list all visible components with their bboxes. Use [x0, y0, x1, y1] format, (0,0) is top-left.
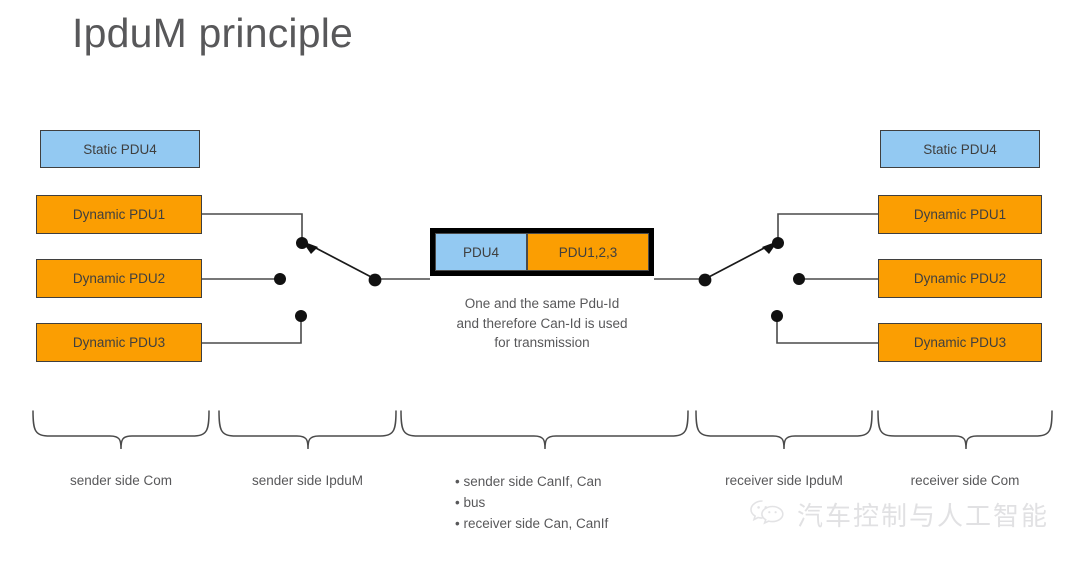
contact-dot-receiver-pdu3 [771, 310, 783, 322]
sender-static-pdu4-box[interactable]: Static PDU4 [40, 130, 200, 168]
sender-dynamic-pdu3-label: Dynamic PDU3 [72, 335, 166, 350]
combined-pdu-frame[interactable]: PDU4 PDU1,2,3 [430, 228, 654, 276]
sender-dynamic-pdu2-box[interactable]: Dynamic PDU2 [36, 259, 202, 298]
pivot-dot-receiver [698, 273, 712, 287]
brace-bus [400, 410, 689, 450]
central-caption-line-2: and therefore Can-Id is used [456, 315, 628, 331]
contact-dot-receiver-pdu2 [793, 273, 805, 285]
brace-label-receiver-com: receiver side Com [910, 473, 1020, 488]
contact-dot-sender-pdu2 [274, 273, 286, 285]
combined-frame-segment-pdu123: PDU1,2,3 [527, 233, 649, 271]
combined-frame-segment-pdu4: PDU4 [435, 233, 527, 271]
receiver-dynamic-pdu3-label: Dynamic PDU3 [913, 335, 1007, 350]
brace-label-receiver-ipdum: receiver side IpduM [725, 473, 843, 488]
watermark-text: 汽车控制与人工智能 [797, 502, 1050, 532]
brace-label-sender-com: sender side Com [69, 473, 173, 488]
central-caption: One and the same Pdu-Id and therefore Ca… [400, 294, 684, 353]
brace-receiver-com [877, 410, 1053, 450]
receiver-static-pdu4-label: Static PDU4 [923, 141, 997, 157]
pivot-dot-sender [368, 273, 382, 287]
watermark: 汽车控制与人工智能 [748, 496, 1049, 533]
sender-dynamic-pdu1-label: Dynamic PDU1 [72, 207, 166, 222]
combined-frame-pdu4-label: PDU4 [462, 244, 499, 260]
receiver-dynamic-pdu2-box[interactable]: Dynamic PDU2 [878, 259, 1042, 298]
wire-sender-pdu3 [202, 318, 302, 344]
switch-arm-sender [311, 245, 376, 280]
brace-sender-ipdum [218, 410, 397, 450]
central-caption-line-3: for transmission [494, 335, 590, 350]
page-title: IpduM principle [72, 10, 354, 56]
switch-arm-receiver [704, 245, 769, 280]
sender-dynamic-pdu1-box[interactable]: Dynamic PDU1 [36, 195, 202, 234]
contact-dot-receiver-pdu1 [772, 237, 784, 249]
sender-dynamic-pdu2-label: Dynamic PDU2 [72, 271, 166, 286]
sender-dynamic-pdu3-box[interactable]: Dynamic PDU3 [36, 323, 202, 362]
brace-sender-com [32, 410, 210, 450]
combined-frame-pdu123-label: PDU1,2,3 [558, 244, 618, 260]
brace-receiver-ipdum [695, 410, 873, 450]
contact-dot-sender-pdu3 [295, 310, 307, 322]
brace-label-sender-ipdum: sender side IpduM [251, 473, 364, 488]
receiver-dynamic-pdu2-label: Dynamic PDU2 [913, 271, 1007, 286]
receiver-dynamic-pdu3-box[interactable]: Dynamic PDU3 [878, 323, 1042, 362]
wire-receiver-pdu3 [776, 318, 878, 344]
switch-arrowhead-sender [302, 241, 318, 254]
bus-bullet-3: • receiver side Can, CanIf [455, 516, 609, 531]
contact-dot-sender-pdu1 [296, 237, 308, 249]
receiver-dynamic-pdu1-label: Dynamic PDU1 [913, 207, 1007, 222]
wechat-icon [748, 497, 788, 532]
sender-static-pdu4-label: Static PDU4 [83, 141, 157, 157]
central-caption-line-1: One and the same Pdu-Id [464, 296, 620, 311]
bus-bullet-1: • sender side CanIf, Can [455, 474, 602, 489]
bus-bullet-2: • bus [455, 495, 486, 510]
brace-label-bus-bullets: • sender side CanIf, Can • bus • receive… [455, 471, 608, 534]
wire-sender-pdu1 [202, 213, 303, 241]
switch-arrowhead-receiver [762, 241, 778, 254]
wire-receiver-pdu1 [777, 213, 878, 241]
receiver-static-pdu4-box[interactable]: Static PDU4 [880, 130, 1040, 168]
receiver-dynamic-pdu1-box[interactable]: Dynamic PDU1 [878, 195, 1042, 234]
